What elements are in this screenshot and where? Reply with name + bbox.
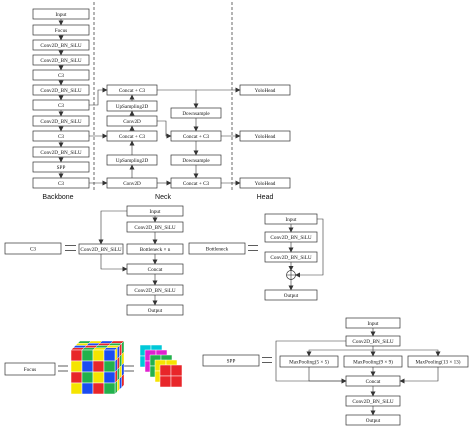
neck-concat-bottom-label: Concat + C3 xyxy=(183,181,210,187)
bottleneck-conv1-label: Conv2D_BN_SiLU xyxy=(270,235,311,241)
focus-slice-cell xyxy=(159,375,172,388)
spp-pool2-label: MaxPooling(9 × 9) xyxy=(353,358,393,365)
neck-concat-top-label: Concat + C3 xyxy=(119,88,146,94)
head-yolohead-3-label: YoloHead xyxy=(255,181,276,187)
c3-conv-bottom-label: Conv2D_BN_SiLU xyxy=(134,288,175,294)
focus-cube-front-cell xyxy=(81,349,94,362)
spp-conv-bottom-label: Conv2D_BN_SiLU xyxy=(352,399,393,405)
focus-sliced-feature-maps-graphic xyxy=(139,344,183,388)
spp-input-label: Input xyxy=(368,321,380,327)
bottleneck-input-label: Input xyxy=(286,217,298,223)
focus-cube-front-cell xyxy=(70,382,83,395)
focus-cube-front-cell xyxy=(103,349,116,362)
backbone-input-label: Input xyxy=(56,12,68,18)
focus-cube-front-cell xyxy=(92,360,105,373)
bottleneck-detail: Bottleneck Input Conv2D_BN_SiLU Conv2D_B… xyxy=(188,213,324,301)
spp-concat-label: Concat xyxy=(366,379,381,385)
c3-conv-left-label: Conv2D_BN_SiLU xyxy=(80,247,121,253)
neck-conv-mid-label: Conv2D xyxy=(123,119,141,125)
focus-slice-cell xyxy=(170,375,183,388)
backbone-conv4-label: Conv2D_BN_SiLU xyxy=(40,119,81,125)
c3-detail-name: C3 xyxy=(30,246,36,252)
neck-column: Concat + C3 UpSampling2D Conv2D Concat +… xyxy=(89,84,222,189)
neck-section-label: Neck xyxy=(155,194,171,201)
neck-downsample-top-label: Downsample xyxy=(182,111,210,117)
spp-detail: SPP Input Conv2D_BN_SiLU MaxPooling(5 × … xyxy=(202,317,469,426)
c3-output-label: Output xyxy=(148,308,163,314)
focus-cube-front-cell xyxy=(70,371,83,384)
focus-cube-side-cell xyxy=(117,378,120,393)
backbone-spp-label: SPP xyxy=(57,165,66,171)
bottleneck-output-label: Output xyxy=(284,293,299,299)
focus-detail: Focus xyxy=(4,340,183,395)
focus-cube-front-cell xyxy=(103,382,116,395)
backbone-c3-2-label: C3 xyxy=(58,103,64,109)
head-yolohead-2-label: YoloHead xyxy=(255,134,276,140)
c3-concat-label: Concat xyxy=(148,267,163,273)
backbone-column: Input Focus Conv2D_BN_SiLU Conv2D_BN_SiL… xyxy=(32,8,90,189)
neck-upsampling-top-label: UpSampling2D xyxy=(116,104,149,110)
spp-conv-top-label: Conv2D_BN_SiLU xyxy=(352,339,393,345)
backbone-conv5-label: Conv2D_BN_SiLU xyxy=(40,150,81,156)
focus-cube-front-cell xyxy=(81,371,94,384)
backbone-c3-1-label: C3 xyxy=(58,73,64,79)
neck-concat-right-mid-label: Concat + C3 xyxy=(183,134,210,140)
focus-cube-side-cell xyxy=(114,380,118,395)
focus-cube-front-cell xyxy=(103,360,116,373)
backbone-conv1-label: Conv2D_BN_SiLU xyxy=(40,43,81,49)
backbone-conv2-label: Conv2D_BN_SiLU xyxy=(40,58,81,64)
spp-output-label: Output xyxy=(366,418,381,424)
bottleneck-detail-name: Bottleneck xyxy=(206,246,229,252)
focus-cube-side-cell xyxy=(121,373,125,388)
focus-input-cube-graphic xyxy=(70,340,125,395)
focus-cube-side-cell xyxy=(119,375,122,390)
focus-slice-cell xyxy=(159,364,172,377)
neck-upsampling-bottom-label: UpSampling2D xyxy=(116,158,149,164)
neck-concat-mid-label: Concat + C3 xyxy=(119,134,146,140)
spp-pool1-label: MaxPooling(5 × 5) xyxy=(289,358,329,365)
backbone-c3-3-label: C3 xyxy=(58,134,64,140)
focus-cube-front-cell xyxy=(70,349,83,362)
c3-detail: C3 Input Conv2D_BN_SiLU Bottleneck × n C… xyxy=(4,205,184,316)
spp-detail-name: SPP xyxy=(227,358,236,364)
head-column: YoloHead YoloHead YoloHead xyxy=(196,84,291,189)
focus-cube-front-cell xyxy=(70,360,83,373)
focus-cube-front-cell xyxy=(92,382,105,395)
focus-cube-front-cell xyxy=(81,382,94,395)
focus-detail-name: Focus xyxy=(24,367,36,373)
focus-cube-front-cell xyxy=(81,360,94,373)
neck-downsample-bottom-label: Downsample xyxy=(182,158,210,164)
backbone-c3-4-label: C3 xyxy=(58,181,64,187)
head-section-label: Head xyxy=(257,194,274,201)
backbone-focus-label: Focus xyxy=(55,28,67,34)
focus-cube-front-cell xyxy=(92,371,105,384)
spp-pool3-label: MaxPooling(13 × 13) xyxy=(415,358,460,365)
neck-conv-bottom-label: Conv2D xyxy=(123,181,141,187)
c3-bottleneck-label: Bottleneck × n xyxy=(140,247,171,253)
backbone-conv3-label: Conv2D_BN_SiLU xyxy=(40,88,81,94)
focus-slice-cell xyxy=(170,364,183,377)
bottleneck-conv2-label: Conv2D_BN_SiLU xyxy=(270,255,311,261)
head-yolohead-1-label: YoloHead xyxy=(255,88,276,94)
backbone-section-label: Backbone xyxy=(42,194,73,201)
focus-cube-front-cell xyxy=(103,371,116,384)
c3-input-label: Input xyxy=(150,209,162,215)
c3-conv-top-label: Conv2D_BN_SiLU xyxy=(134,225,175,231)
focus-cube-front-cell xyxy=(92,349,105,362)
